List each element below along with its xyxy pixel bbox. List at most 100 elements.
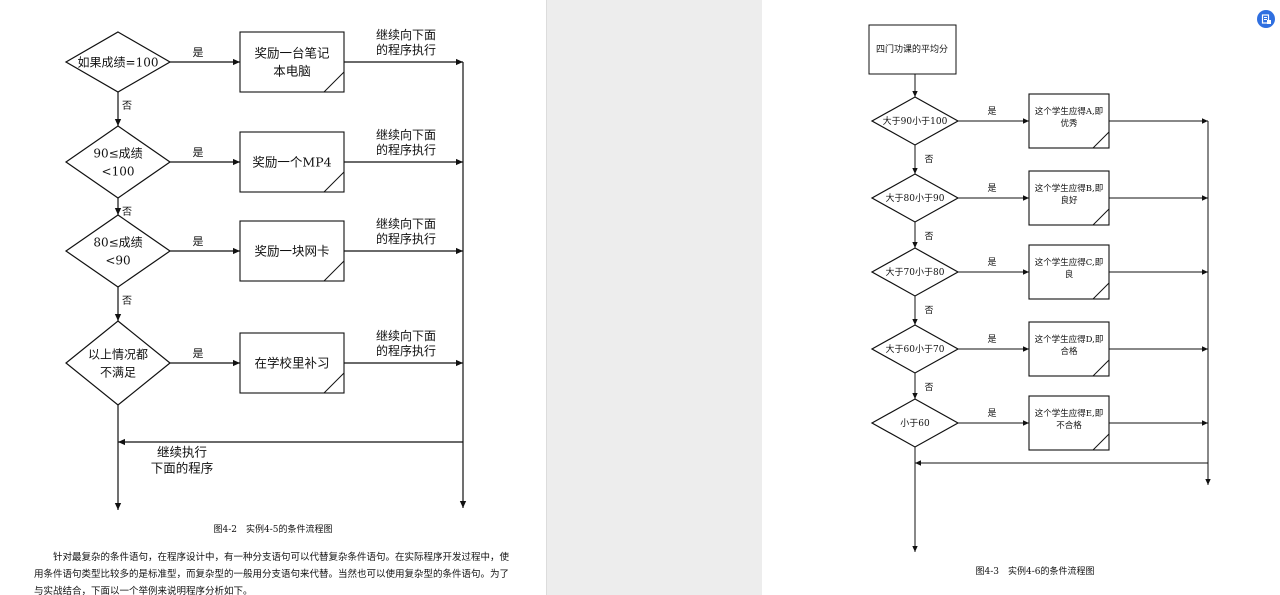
action-box <box>239 220 345 282</box>
no-label: 否 <box>924 382 933 393</box>
continue-label: 的程序执行 <box>376 343 436 358</box>
decision-label: 大于70小于80 <box>886 266 945 278</box>
result-box <box>1028 395 1110 451</box>
result-label: 这个学生应得D,即 <box>1035 334 1104 345</box>
arrowhead <box>118 438 125 446</box>
decision-label: 大于90小于100 <box>883 115 948 127</box>
continue-label: 继续向下面 <box>376 328 436 343</box>
no-label: 否 <box>924 231 933 242</box>
result-box <box>1028 321 1110 377</box>
decision-label: <90 <box>105 253 130 267</box>
continue-label: 继续向下面 <box>376 27 436 42</box>
box-corner-mark <box>1092 433 1110 451</box>
arrowhead <box>114 208 122 215</box>
no-label: 否 <box>924 154 933 165</box>
result-label: 优秀 <box>1060 118 1078 129</box>
arrowhead <box>1023 118 1029 124</box>
continue-label: 继续向下面 <box>376 127 436 142</box>
no-label: 否 <box>122 100 132 112</box>
yes-label: 是 <box>987 106 996 117</box>
arrowhead <box>1023 269 1029 275</box>
arrowhead <box>915 460 921 466</box>
continue-label: 继续向下面 <box>376 216 436 231</box>
action-box <box>239 332 345 394</box>
arrowhead <box>1023 195 1029 201</box>
body-paragraph: 针对最复杂的条件语句，在程序设计中，有一种分支语句可以代替复杂条件语句。在实际程… <box>34 552 510 595</box>
action-label: 本电脑 <box>273 64 311 79</box>
action-box <box>239 31 345 93</box>
figure-caption: 图4-2 实例4-5的条件流程图 <box>214 523 333 535</box>
page-divider <box>546 0 547 595</box>
no-label: 否 <box>122 295 132 307</box>
yes-label: 是 <box>193 146 204 159</box>
result-box <box>1028 170 1110 226</box>
no-label: 否 <box>122 206 132 218</box>
decision-label: 小于60 <box>900 418 930 429</box>
arrowhead <box>1023 420 1029 426</box>
arrowhead <box>912 242 918 248</box>
yes-label: 是 <box>987 183 996 194</box>
action-label: 在学校里补习 <box>254 356 329 371</box>
yes-label: 是 <box>987 334 996 345</box>
yes-label: 是 <box>987 257 996 268</box>
result-label: 合格 <box>1060 346 1078 357</box>
arrowhead <box>912 91 918 97</box>
arrowhead <box>233 58 240 66</box>
arrowhead <box>114 314 122 321</box>
result-label: 良好 <box>1060 195 1078 206</box>
document-export-icon <box>1261 13 1271 24</box>
start-box-label: 四门功课的平均分 <box>876 43 948 55</box>
yes-label: 是 <box>193 347 204 360</box>
arrowhead <box>1202 269 1208 275</box>
decision-label: 90≤成绩 <box>93 146 142 160</box>
decision-label: 大于80小于90 <box>886 192 945 204</box>
result-label: 这个学生应得B,即 <box>1035 183 1103 194</box>
arrowhead <box>1202 195 1208 201</box>
decision-label: 不满足 <box>100 365 136 379</box>
decision-label: <100 <box>102 164 135 178</box>
box-corner-mark <box>323 171 345 193</box>
arrowhead <box>233 158 240 166</box>
document-export-button[interactable] <box>1257 10 1275 28</box>
action-label: 奖励一台笔记 <box>254 46 330 61</box>
decision-diamond <box>64 214 172 288</box>
box-corner-mark <box>323 372 345 394</box>
start-box <box>868 24 957 75</box>
arrowhead <box>456 158 463 166</box>
box-corner-mark <box>1092 359 1110 377</box>
result-label: 这个学生应得C,即 <box>1035 257 1103 268</box>
result-box <box>1028 93 1110 149</box>
arrowhead <box>1205 479 1211 485</box>
yes-label: 是 <box>193 46 204 59</box>
box-corner-mark <box>323 260 345 282</box>
arrowhead <box>233 247 240 255</box>
continue-label: 的程序执行 <box>376 231 436 246</box>
arrowhead <box>456 58 463 66</box>
decision-diamond <box>64 125 172 199</box>
continue-label: 继续执行 <box>157 445 207 460</box>
arrowhead <box>114 503 122 510</box>
yes-label: 是 <box>193 235 204 248</box>
flowchart-right: 四门功课的平均分大于90小于100是这个学生应得A,即优秀否大于80小于90是这… <box>868 24 1211 577</box>
arrowhead <box>912 546 918 552</box>
box-corner-mark <box>1092 131 1110 149</box>
decision-label: 如果成绩=100 <box>78 54 159 69</box>
result-label: 这个学生应得A,即 <box>1035 106 1103 117</box>
arrowhead <box>1202 118 1208 124</box>
decision-label: 大于60小于70 <box>886 343 945 355</box>
box-corner-mark <box>323 71 345 93</box>
continue-label: 的程序执行 <box>376 142 436 157</box>
flowchart-left: 如果成绩=100是奖励一台笔记本电脑继续向下面的程序执行否90≤成绩<100是奖… <box>64 27 467 535</box>
arrowhead <box>1202 420 1208 426</box>
result-label: 不合格 <box>1056 420 1082 431</box>
result-box <box>1028 244 1110 300</box>
arrowhead <box>912 393 918 399</box>
figure-caption: 图4-3 实例4-6的条件流程图 <box>976 565 1095 577</box>
arrowhead <box>459 501 467 508</box>
box-corner-mark <box>1092 282 1110 300</box>
arrowhead <box>1202 346 1208 352</box>
arrowhead <box>114 119 122 126</box>
yes-label: 是 <box>987 408 996 419</box>
